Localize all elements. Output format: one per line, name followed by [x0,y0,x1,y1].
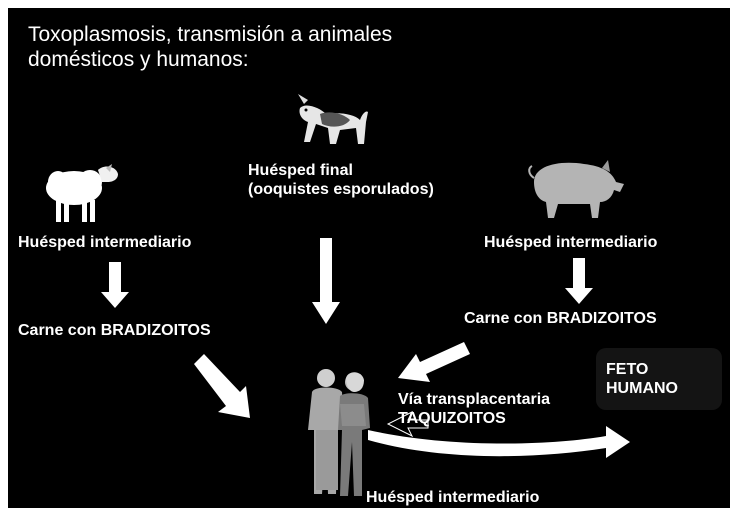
final-host-label-line-2: (ooquistes esporulados) [248,181,434,198]
diagram-title: Toxoplasmosis, transmisión a animales do… [28,22,392,72]
final-host-label-line-1: Huésped final [248,162,353,179]
fetus-box [596,348,722,410]
final-host-label: Huésped final (ooquistes esporulados) [248,161,434,199]
arrow-left-meat-to-human [194,354,250,418]
arrow-pig-to-meat [565,258,593,304]
arrow-cat-to-human [312,238,340,324]
human-couple-icon [308,369,370,496]
diagram-graphics [46,94,630,496]
transplacental-label-line-2: TAQUIZOITOS [398,410,506,427]
fetus-label-line-1: FETO [606,361,649,378]
arrow-right-meat-to-human [398,342,470,382]
right-meat-label: Carne con BRADIZOITOS [464,310,657,327]
arrow-to-human-dark [386,410,429,438]
human-host-label: Huésped intermediario [366,489,540,506]
cat-icon [298,94,368,144]
title-line-1: Toxoplasmosis, transmisión a animales [28,23,393,46]
pig-icon [528,160,624,218]
fetus-label: FETO HUMANO [606,360,678,398]
diagram-slide: Toxoplasmosis, transmisión a animales do… [8,8,730,508]
left-meat-label: Carne con BRADIZOITOS [18,322,211,339]
left-host-label: Huésped intermediario [18,234,192,251]
sheep-icon [46,164,118,222]
fetus-label-line-2: HUMANO [606,380,678,397]
arrow-sheep-to-meat [101,262,129,308]
title-line-2: domésticos y humanos: [28,48,249,71]
arrow-human-to-fetus [368,426,630,458]
right-host-label: Huésped intermediario [484,234,658,251]
transplacental-label: Vía transplacentaria TAQUIZOITOS [398,390,550,428]
transplacental-label-line-1: Vía transplacentaria [398,391,551,408]
